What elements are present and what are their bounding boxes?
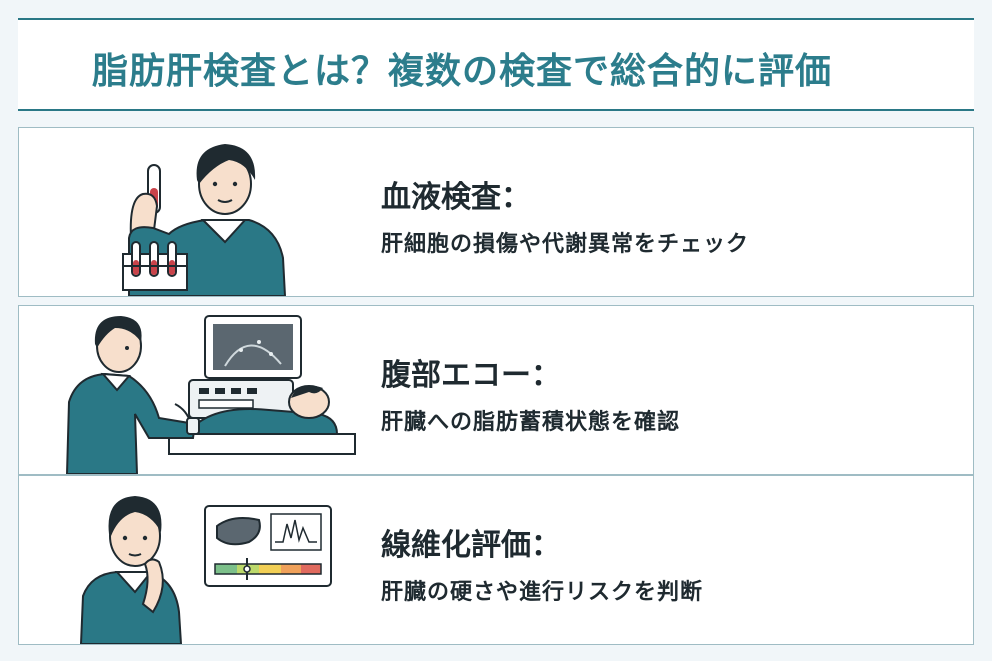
- item-description: 肝臓への脂肪蓄積状態を確認: [381, 410, 681, 435]
- ultrasound-exam-illustration: [65, 315, 356, 474]
- item-heading: 血液検査：: [381, 180, 531, 215]
- waveform-icon: [270, 513, 322, 551]
- doctor-test-tube-illustration: [122, 144, 287, 296]
- item-card-fibrosis: 線維化評価： 肝臓の硬さや進行リスクを判断: [18, 475, 974, 645]
- page-title: 脂肪肝検査とは？複数の検査で総合的に評価: [92, 51, 833, 92]
- ultrasound-probe-icon: [186, 417, 200, 435]
- item-description: 肝細胞の損傷や代謝異常をチェック: [381, 232, 750, 257]
- item-heading: 腹部エコー：: [381, 358, 561, 393]
- title-band: 脂肪肝検査とは？複数の検査で総合的に評価: [18, 18, 974, 111]
- item-card-ultrasound: 腹部エコー： 肝臓への脂肪蓄積状態を確認: [18, 305, 974, 475]
- doctor-thinking-illustration: [79, 496, 332, 644]
- fibrosis-scale-icon: [214, 563, 322, 575]
- item-heading: 線維化評価：: [381, 528, 561, 563]
- item-description: 肝臓の硬さや進行リスクを判断: [381, 580, 704, 605]
- liver-icon: [216, 517, 261, 546]
- item-card-blood-test: 血液検査： 肝細胞の損傷や代謝異常をチェック: [18, 127, 974, 297]
